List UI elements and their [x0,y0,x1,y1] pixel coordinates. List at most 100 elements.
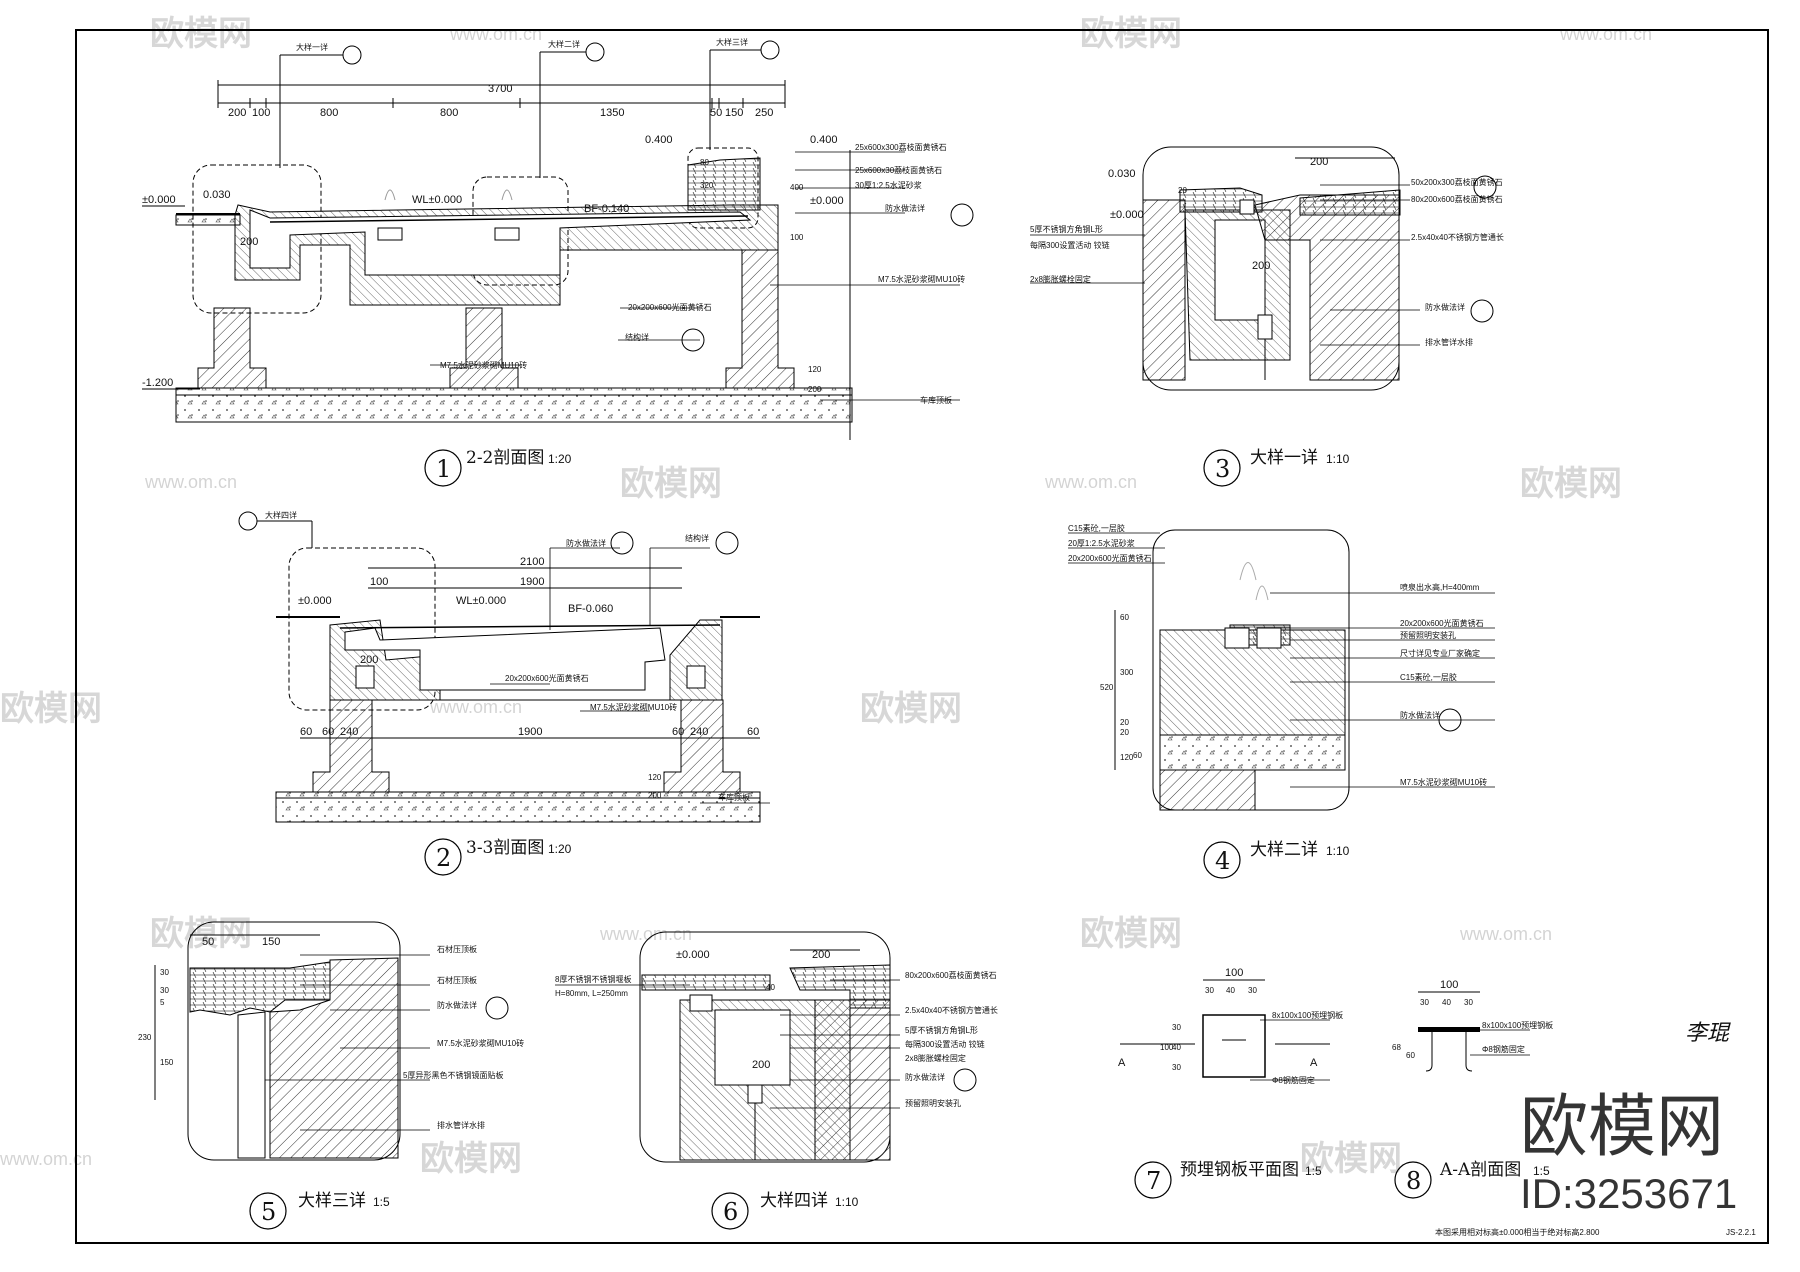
level: WL±0.000 [456,595,506,607]
note: 防水做法详 [885,203,925,213]
watermark-brand: 欧模网 [1520,465,1622,503]
watermark-logo: 欧模网 [1520,1089,1724,1165]
dim: 200 [228,107,246,119]
cut-label: A [1118,1057,1126,1069]
note: 50x200x300荔枝面黄锈石 [1411,177,1503,187]
dim: 2100 [520,556,544,568]
dim: 40 [1442,998,1451,1007]
note: 防水做法详 [1400,710,1440,720]
view-title: 3-3剖面图 [466,838,544,858]
view-title: 预埋钢板平面图 [1180,1160,1299,1180]
view-number: 6 [723,1198,738,1226]
dim: 50 [202,936,214,948]
dim: 30 [1172,1063,1181,1072]
view-title: 大样三详 [298,1191,366,1211]
watermark-brand: 欧模网 [1300,1140,1402,1178]
note: 25x600x30荔枝面黄锈石 [855,165,942,175]
view-number: 2 [436,844,451,872]
dim: 40 [1226,986,1235,995]
dim: 200 [812,949,830,961]
detail-4: ±0.000 200 40 200 8厚不锈钢不锈钢堰板 H=80mm, L=2… [555,931,998,1230]
note: 预留照明安装孔 [1400,630,1456,640]
view-number: 3 [1215,455,1230,483]
vdim: 200 [648,791,662,800]
note: 排水管详水排 [437,1120,485,1130]
view-number: 5 [261,1198,276,1226]
note: 20x200x600光面黄锈石 [628,302,712,312]
note: M7.5水泥砂浆砌MU10砖 [1400,777,1487,787]
dim: 150 [725,107,743,119]
vdim: 200 [808,385,822,394]
watermark-site: www.om.cn [144,472,237,492]
watermark-site: www.om.cn [449,24,542,44]
watermark-brand: 欧模网 [150,915,252,953]
level: -1.200 [142,377,173,389]
note: 排水管详水排 [1425,337,1473,347]
note: 5厚不锈钢方角钢L形 [905,1025,978,1035]
view-scale: 1:10 [1326,452,1350,466]
note: 尺寸详见专业厂家确定 [1400,648,1480,658]
dim: 200 [1252,260,1270,272]
dim-200: 200 [360,654,378,666]
note: 20x200x600光面黄锈石 [1068,553,1152,563]
view-title: 2-2剖面图 [466,448,544,468]
dim: 100 [1160,1043,1174,1052]
note: 20x200x600光面黄锈石 [505,673,589,683]
level: ±0.000 [142,194,176,206]
note: 防水做法详 [437,1000,477,1010]
watermark-site: www.om.cn [429,697,522,717]
note: M7.5水泥砂浆砌MU10砖 [440,360,527,370]
dim: 30 [1172,1023,1181,1032]
dim: 1900 [518,726,542,738]
dim: 30 [1464,998,1473,1007]
bdim: 60 [672,726,684,738]
dim: 100 [370,576,388,588]
detail-ref-label: 大样四详 [265,510,297,520]
dim: 68 [1392,1043,1401,1052]
note: 结构详 [685,533,709,543]
note: 25x600x300荔枝面黄锈石 [855,142,947,152]
note: 结构详 [625,332,649,342]
view-scale: 1:5 [373,1195,390,1209]
note: 防水做法详 [566,538,606,548]
note: M7.5水泥砂浆砌MU10砖 [590,702,677,712]
level: ±0.000 [1110,209,1144,221]
view-scale: 1:10 [1326,844,1350,858]
dim-total: 3700 [488,83,512,95]
level: 0.400 [645,134,673,146]
drawing-code: JS-2.2.1 [1726,1228,1756,1237]
dim: 30 [1205,986,1214,995]
bdim: 60 [322,726,334,738]
note: Φ8钢筋固定 [1272,1075,1315,1085]
watermark-brand: 欧模网 [860,690,962,728]
note: 防水做法详 [905,1072,945,1082]
dim: 120 [1120,753,1134,762]
watermark-brand: 欧模网 [1080,15,1182,53]
dim: 200 [752,1059,770,1071]
footer-note: 本图采用相对标高±0.000相当于绝对标高2.800 [1435,1227,1600,1237]
watermark-site: www.om.cn [1559,24,1652,44]
watermark-brand: 欧模网 [0,690,102,728]
dim: 1900 [520,576,544,588]
dim: 30 [1248,986,1257,995]
note: 2.5x40x40不锈钢方管通长 [905,1005,998,1015]
detail-2: 520 60 300 20 20 120 60 C15素砼,一层胶 20厚1:2… [1068,523,1495,879]
dim: 100 [1225,967,1243,979]
dim: 20 [1120,718,1129,727]
note: 预留照明安装孔 [905,1098,961,1108]
dim: 30 [160,986,169,995]
note: 2x8膨胀螺栓固定 [1030,274,1091,284]
watermark-site: www.om.cn [1044,472,1137,492]
view-number: 7 [1146,1167,1161,1195]
dim: 60 [1120,613,1129,622]
dim: 50 [710,107,722,119]
dim: 40 [766,983,775,992]
signature: 李琨 [1685,1020,1731,1045]
watermark-brand: 欧模网 [620,465,722,503]
watermark-site: www.om.cn [1459,924,1552,944]
view-scale: 1:5 [1533,1164,1550,1178]
dim: 30 [160,968,169,977]
dim: 250 [755,107,773,119]
dim: 1350 [600,107,624,119]
